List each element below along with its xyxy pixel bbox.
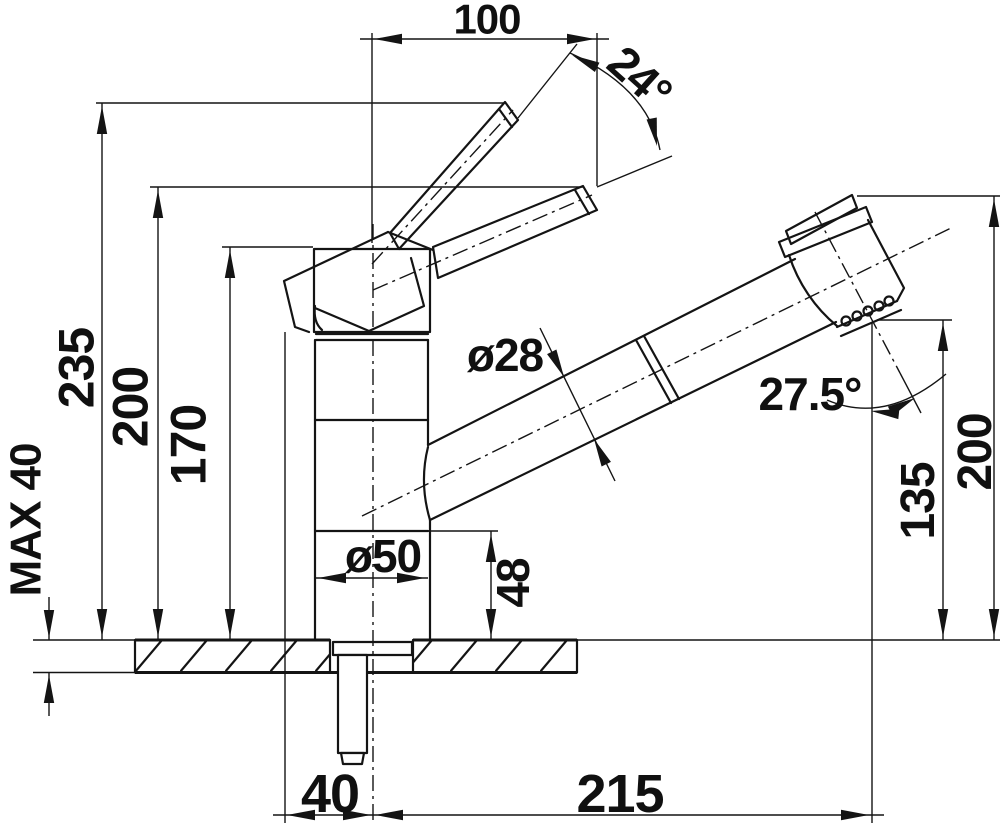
dim-label-max-40: MAX 40 <box>1 444 50 597</box>
dimension-spray-angle: 27.5° <box>759 368 947 420</box>
dim-label-135: 135 <box>892 462 945 539</box>
dim-label-235: 235 <box>49 328 105 409</box>
dim-label-215: 215 <box>576 764 663 824</box>
lever-joint-housing <box>282 230 435 334</box>
pullout-spout <box>426 257 838 522</box>
dimension-top-offset: 100 <box>360 0 609 243</box>
dimension-spout-diameter: ø28 <box>467 327 616 482</box>
dimension-bottom-offsets: 40 215 <box>273 322 884 824</box>
dim-label-100: 100 <box>453 0 520 43</box>
dimension-spout-underside: 48 <box>428 530 539 640</box>
dim-label-24deg: 24° <box>598 35 682 118</box>
faucet-outline <box>282 100 906 766</box>
dim-label-dia28: ø28 <box>467 329 544 381</box>
mixer-lever-raised <box>388 100 520 251</box>
dim-label-27-5deg: 27.5° <box>759 368 862 420</box>
mounting-shank <box>331 640 414 766</box>
dimension-lever-angle: 24° <box>517 35 682 188</box>
spray-head-cap <box>784 193 859 246</box>
countertop-section <box>33 638 1000 674</box>
dimension-body-height: 170 <box>161 246 313 640</box>
dimension-counter-thickness: MAX 40 <box>1 444 55 716</box>
dim-label-200-right: 200 <box>949 413 1000 490</box>
dimension-lever-height: 200 <box>103 186 583 640</box>
dim-label-170: 170 <box>161 405 217 485</box>
dim-label-200-left: 200 <box>103 367 159 447</box>
spray-head <box>777 193 906 338</box>
dimension-total-height: 235 <box>49 102 505 640</box>
dim-label-dia50: ø50 <box>345 530 421 582</box>
dimension-base-diameter: ø50 <box>315 530 428 584</box>
dim-label-48: 48 <box>487 558 539 608</box>
dim-label-40: 40 <box>301 764 359 824</box>
centerlines <box>361 109 954 820</box>
faucet-body <box>313 332 432 642</box>
mixer-lever-horizontal <box>431 184 599 280</box>
dimension-outlet-height: 135 <box>877 319 952 640</box>
dimension-head-height: 200 <box>857 195 1000 640</box>
